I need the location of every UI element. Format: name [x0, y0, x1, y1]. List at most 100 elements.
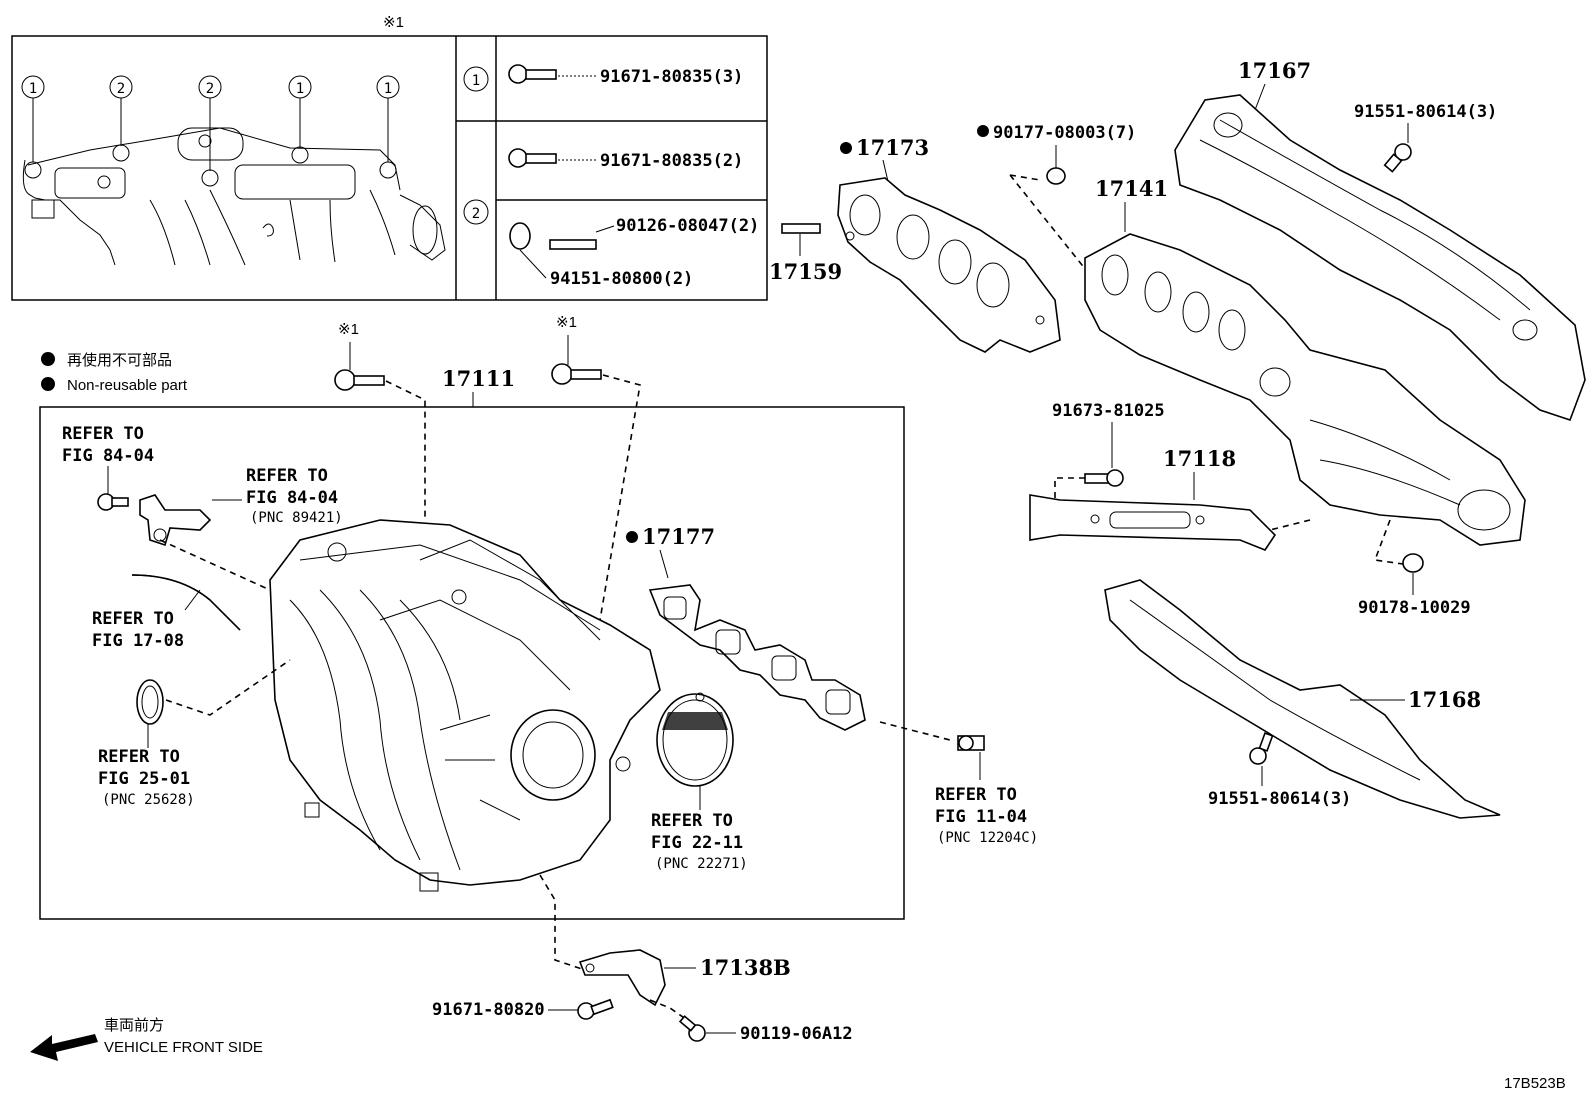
inset-callout: 1: [384, 81, 392, 97]
part-number: 17138B: [700, 955, 791, 980]
part-number: 17118: [1163, 446, 1236, 471]
part-17141-exhaust-manifold: 17141: [1084, 176, 1526, 566]
main-assembly-box: 17111: [39, 366, 905, 920]
part-91551-bolt-upper: 91551-80614(3): [1354, 102, 1497, 173]
nut-icon: [1402, 553, 1424, 573]
part-17167-heat-insulator: 17167: [1174, 58, 1586, 422]
part-number: 90178-10029: [1358, 598, 1471, 618]
bolt-icon: [1394, 143, 1412, 161]
refer-fig-22-11: REFER TO FIG 22-11 (PNC 22271): [651, 811, 748, 872]
refer-line: FIG 11-04: [935, 807, 1027, 827]
vehicle-front-indicator: 車両前方 VEHICLE FRONT SIDE: [30, 1017, 263, 1061]
part-number: 91551-80614(3): [1354, 102, 1497, 122]
part-number: 94151-80800(2): [550, 269, 693, 289]
part-number: 91671-80835(2): [600, 151, 743, 171]
part-number: 91551-80614(3): [1208, 789, 1351, 809]
part-number: 91671-80835(3): [600, 67, 743, 87]
part-number: 17141: [1095, 176, 1168, 201]
bolt-icon: [508, 148, 557, 168]
refer-fig-84-04-a: REFER TO FIG 84-04: [62, 424, 154, 511]
legend-en: Non-reusable part: [67, 377, 188, 394]
refer-line: REFER TO: [651, 811, 733, 831]
part-17173-gasket: 17173: [837, 135, 1061, 353]
bolt-icon: [551, 363, 573, 385]
part-90119-bolt: 90119-06A12: [678, 1015, 853, 1044]
part-17177-gasket: 17177: [626, 524, 866, 731]
hose: [131, 574, 241, 631]
refer-line: REFER TO: [62, 424, 144, 444]
refer-fig-17-08: REFER TO FIG 17-08: [92, 609, 184, 651]
refer-line: FIG 17-08: [92, 631, 184, 651]
refer-fig-25-01: REFER TO FIG 25-01 (PNC 25628): [98, 747, 195, 808]
note-bolt-right: ※1: [551, 314, 641, 621]
note-mark: ※1: [338, 321, 359, 338]
part-number: 90119-06A12: [740, 1024, 853, 1044]
note-mark: ※1: [556, 314, 577, 331]
part-number: 17177: [642, 524, 715, 549]
refer-pnc: (PNC 22271): [655, 856, 748, 872]
throttle-gasket: [656, 692, 734, 810]
inset-callout: 1: [29, 81, 37, 97]
refer-line: FIG 25-01: [98, 769, 190, 789]
part-91551-bolt-lower: 91551-80614(3): [1208, 732, 1351, 809]
bolt-icon: [334, 369, 356, 391]
inset-note-mark: ※1: [383, 14, 404, 31]
part-17168-heat-insulator: 17168: [1104, 579, 1501, 819]
refer-pnc: (PNC 89421): [250, 510, 343, 526]
diagram-code: 17B523B: [1504, 1075, 1566, 1092]
legend-jp: 再使用不可部品: [67, 352, 172, 369]
inset-callouts: 1 2 2 1 1: [21, 75, 400, 171]
sensor-bracket: [139, 494, 271, 591]
inset-flange-sketch: [22, 127, 446, 266]
part-number: 91673-81025: [1052, 401, 1165, 421]
bolt-icon: [577, 1002, 595, 1020]
part-90178-nut: 90178-10029: [1358, 553, 1471, 618]
refer-line: FIG 22-11: [651, 833, 743, 853]
front-arrow-icon: [30, 1034, 98, 1061]
bolt-icon: [1249, 747, 1267, 765]
inset-panel: ※1: [11, 14, 768, 301]
inset-callout: 1: [296, 81, 304, 97]
refer-line: REFER TO: [98, 747, 180, 767]
part-91671-80820-bolt: 91671-80820: [432, 998, 614, 1020]
refer-line: FIG 84-04: [62, 446, 154, 466]
part-number: 90126-08047(2): [616, 216, 759, 236]
part-number: 17111: [442, 366, 515, 391]
inset-callout: 2: [117, 81, 125, 97]
part-17138B-bracket: 17138B: [539, 874, 791, 1023]
row-index: 2: [472, 206, 480, 222]
refer-line: REFER TO: [246, 466, 328, 486]
refer-fig-84-04-b: REFER TO FIG 84-04 (PNC 89421): [246, 466, 343, 526]
direction-jp: 車両前方: [104, 1017, 164, 1034]
nut-icon: [1046, 167, 1066, 185]
intake-manifold: [269, 519, 661, 892]
part-number: 91671-80820: [432, 1000, 545, 1020]
part-number: 17159: [769, 259, 842, 284]
part-17159: 17159: [769, 223, 842, 284]
o-ring: [136, 659, 291, 748]
non-reusable-marker-icon: [41, 352, 55, 366]
inset-callout: 2: [206, 81, 214, 97]
refer-pnc: (PNC 12204C): [937, 830, 1038, 846]
note-bolt-left: ※1: [334, 321, 426, 520]
pressure-sensor: [879, 721, 985, 780]
refer-line: FIG 84-04: [246, 488, 338, 508]
refer-line: REFER TO: [92, 609, 174, 629]
inset-row-1: 1 91671-80835(3): [463, 64, 743, 92]
refer-line: REFER TO: [935, 785, 1017, 805]
direction-en: VEHICLE FRONT SIDE: [104, 1039, 263, 1056]
part-number: 17167: [1238, 58, 1311, 83]
part-90177-nut: 90177-08003(7): [977, 123, 1136, 276]
refer-fig-11-04: REFER TO FIG 11-04 (PNC 12204C): [935, 785, 1038, 846]
stud-icon: [549, 239, 597, 250]
refer-pnc: (PNC 25628): [102, 792, 195, 808]
part-17118-bracket: 17118: [1029, 446, 1277, 551]
legend: 再使用不可部品 Non-reusable part: [41, 352, 188, 394]
row-index: 1: [472, 73, 480, 89]
part-91673-bolt: 91673-81025: [1052, 401, 1165, 510]
part-number: 17168: [1408, 687, 1481, 712]
stud-icon: [781, 223, 821, 234]
part-number: 90177-08003(7): [993, 123, 1136, 143]
